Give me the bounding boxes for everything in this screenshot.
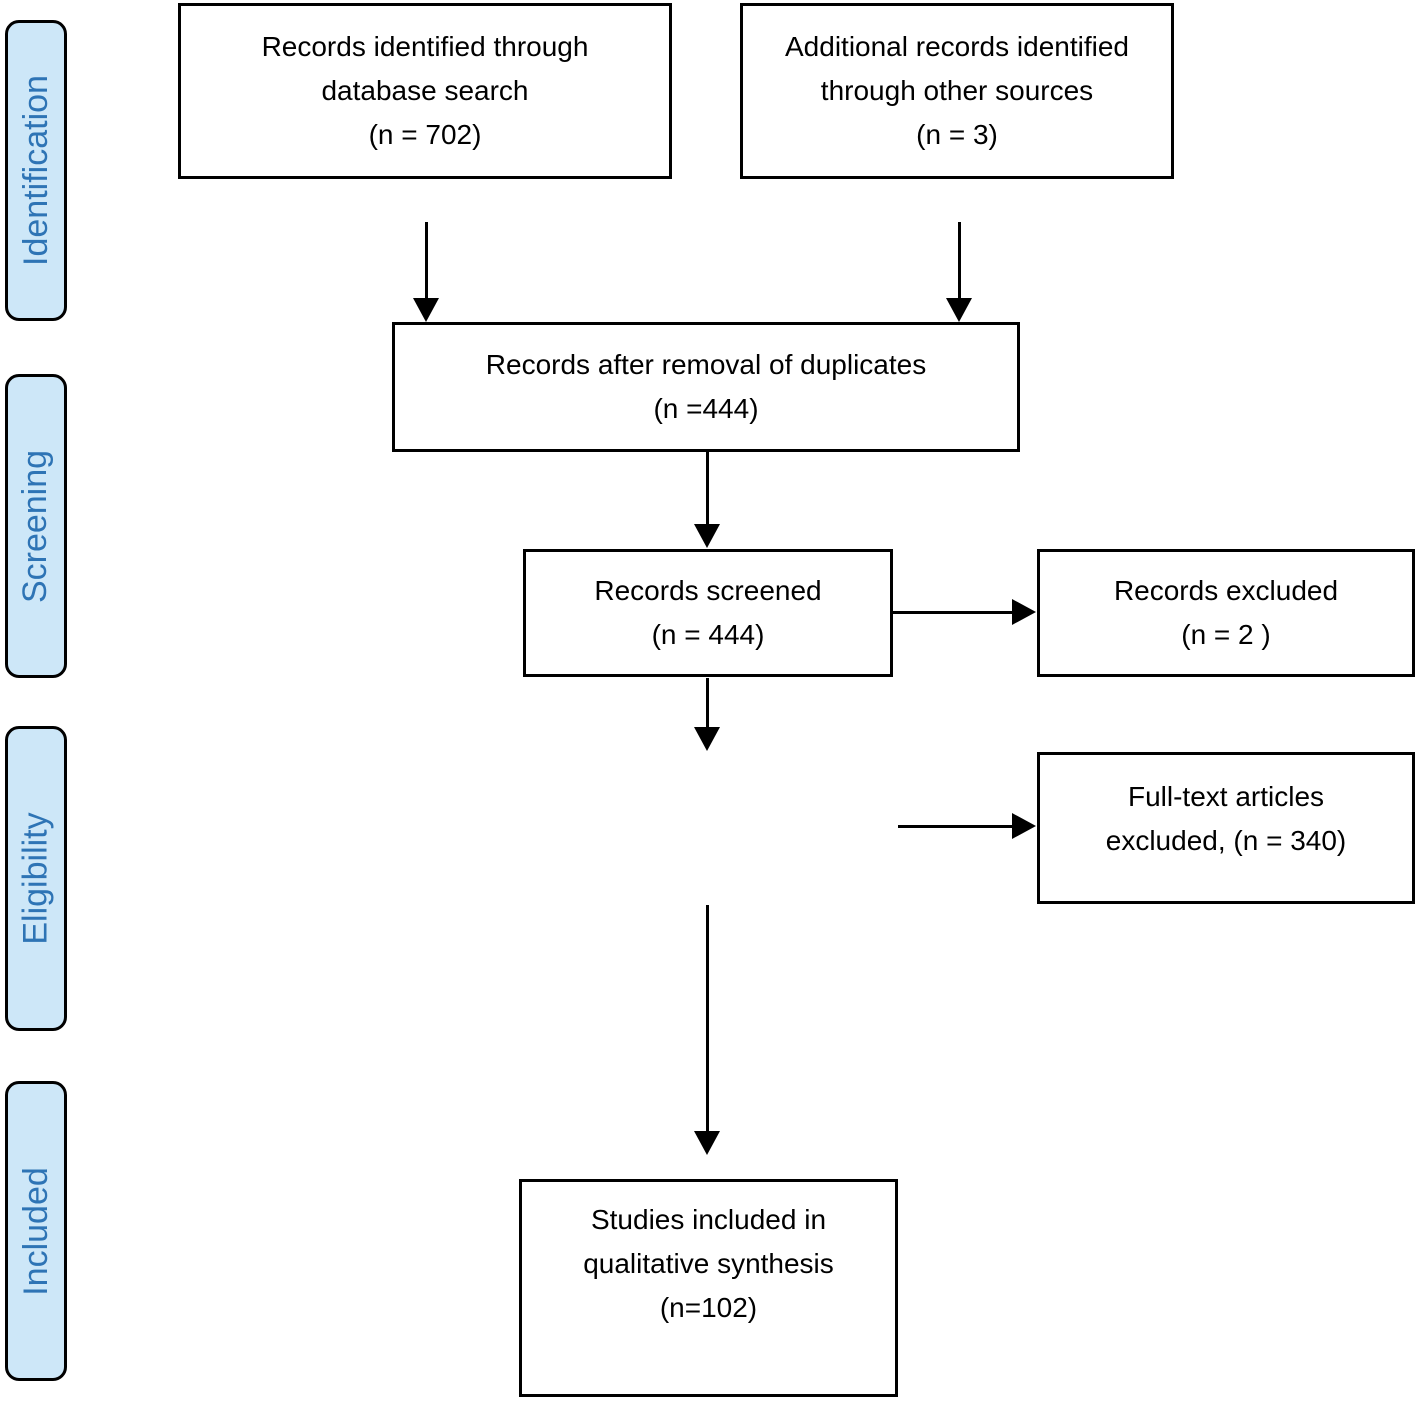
stage-included-label: Included <box>16 1166 55 1296</box>
stage-eligibility: Eligibility <box>5 726 67 1031</box>
box-records-screened: Records screened (n = 444) <box>523 549 893 677</box>
arrow-additional-to-duplicates-line <box>958 222 961 300</box>
arrow-screened-to-excluded-line <box>893 611 1014 614</box>
arrow-to-fulltext-excluded-head-icon <box>1012 813 1036 839</box>
arrow-duplicates-to-screened-line <box>706 452 709 526</box>
box-fulltext-excluded-text: Full-text articles excluded, (n = 340) <box>1105 781 1347 856</box>
stage-eligibility-label: Eligibility <box>16 812 55 945</box>
box-fulltext-excluded: Full-text articles excluded, (n = 340) <box>1037 752 1415 904</box>
box-records-excluded-text: Records excluded (n = 2 ) <box>1113 575 1339 650</box>
box-additional-records-text: Additional records identified through ot… <box>785 31 1129 150</box>
box-records-screened-text: Records screened (n = 444) <box>594 575 822 650</box>
box-studies-included: Studies included in qualitative synthesi… <box>519 1179 898 1397</box>
box-after-duplicates-text: Records after removal of duplicates (n =… <box>485 349 927 424</box>
arrow-to-fulltext-excluded-line <box>898 825 1014 828</box>
box-after-duplicates: Records after removal of duplicates (n =… <box>392 322 1020 452</box>
arrow-duplicates-to-screened-head-icon <box>694 524 720 548</box>
box-records-identified-text: Records identified through database sear… <box>261 31 589 150</box>
arrow-to-included-head-icon <box>694 1131 720 1155</box>
box-additional-records: Additional records identified through ot… <box>740 3 1174 179</box>
stage-screening-label: Screening <box>16 449 55 603</box>
box-records-excluded: Records excluded (n = 2 ) <box>1037 549 1415 677</box>
stage-identification-label: Identification <box>16 75 55 266</box>
arrow-additional-to-duplicates-head-icon <box>946 298 972 322</box>
stage-screening: Screening <box>5 374 67 678</box>
box-records-identified: Records identified through database sear… <box>178 3 672 179</box>
arrow-to-included-line <box>706 905 709 1133</box>
arrow-screened-down-head-icon <box>694 727 720 751</box>
arrow-screened-down-line <box>706 678 709 729</box>
arrow-identified-to-duplicates-head-icon <box>413 298 439 322</box>
arrow-screened-to-excluded-head-icon <box>1012 599 1036 625</box>
arrow-identified-to-duplicates-line <box>425 222 428 300</box>
box-studies-included-text: Studies included in qualitative synthesi… <box>583 1204 834 1323</box>
stage-identification: Identification <box>5 20 67 321</box>
stage-included: Included <box>5 1081 67 1381</box>
